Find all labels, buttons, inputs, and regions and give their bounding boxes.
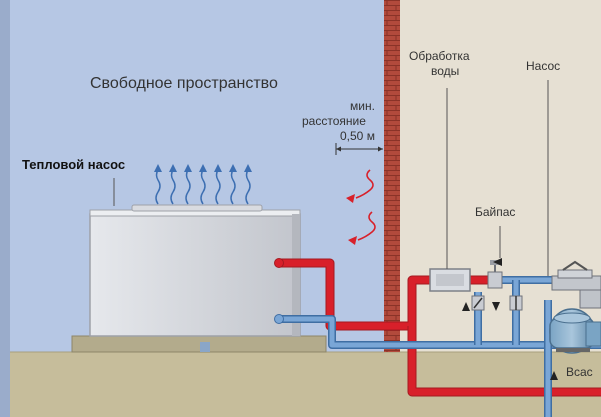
water-treatment-line1: Обработка [409,49,470,63]
min-distance-line3: 0,50 м [340,129,375,143]
suction-label: Всас [566,365,593,379]
bypass-label: Байпас [475,205,516,219]
flow-arrow-icon [550,371,558,380]
airflow-arrows [155,169,251,205]
pump-label: Насос [526,59,561,73]
flow-arrow-icon [492,302,500,311]
water-treatment-line2: воды [431,64,460,78]
brick-wall [384,0,400,352]
heat-pump-fan-cover [131,204,263,212]
heat-pump-base [71,335,327,353]
border-left [0,0,10,417]
min-distance-line2: расстояние [302,114,366,128]
valve-right [509,295,523,311]
min-distance-line1: мин. [350,99,375,113]
pump [549,260,601,354]
free-space-label: Свободное пространство [90,75,278,92]
flow-arrow-icon [462,302,470,311]
heat-pump-unit [89,213,301,337]
valve-left [471,295,485,311]
flow-arrow-icon [493,258,502,266]
ground [10,352,601,417]
wall-heat-arrows [355,169,376,241]
heat-pump-label: Тепловой насос [22,157,126,172]
